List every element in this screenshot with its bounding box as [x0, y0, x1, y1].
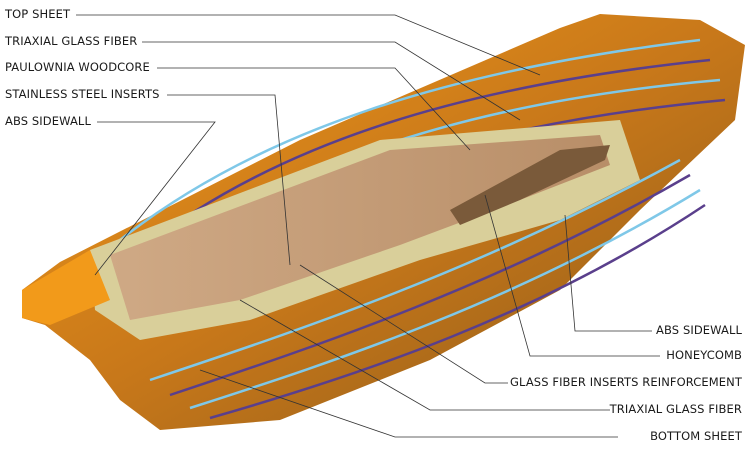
label-top-sheet: TOP SHEET [5, 7, 71, 21]
honeycomb-layer [450, 145, 610, 225]
label-paulownia-woodcore: PAULOWNIA WOODCORE [5, 60, 150, 74]
label-stainless-steel-inserts: STAINLESS STEEL INSERTS [5, 87, 160, 101]
label-triaxial-glass-fiber-top: TRIAXIAL GLASS FIBER [5, 34, 138, 48]
abs-sidewall-tip [22, 250, 110, 325]
label-glass-fiber-inserts-reinforcement: GLASS FIBER INSERTS REINFORCEMENT [510, 375, 742, 389]
label-abs-sidewall-left: ABS SIDEWALL [5, 114, 91, 128]
label-abs-sidewall-right: ABS SIDEWALL [656, 323, 742, 337]
leader-lines [76, 14, 660, 438]
label-triaxial-glass-fiber-bottom: TRIAXIAL GLASS FIBER [609, 402, 742, 416]
label-honeycomb: HONEYCOMB [666, 348, 742, 362]
woodcore-layer [110, 135, 610, 320]
label-bottom-sheet: BOTTOM SHEET [650, 429, 742, 443]
